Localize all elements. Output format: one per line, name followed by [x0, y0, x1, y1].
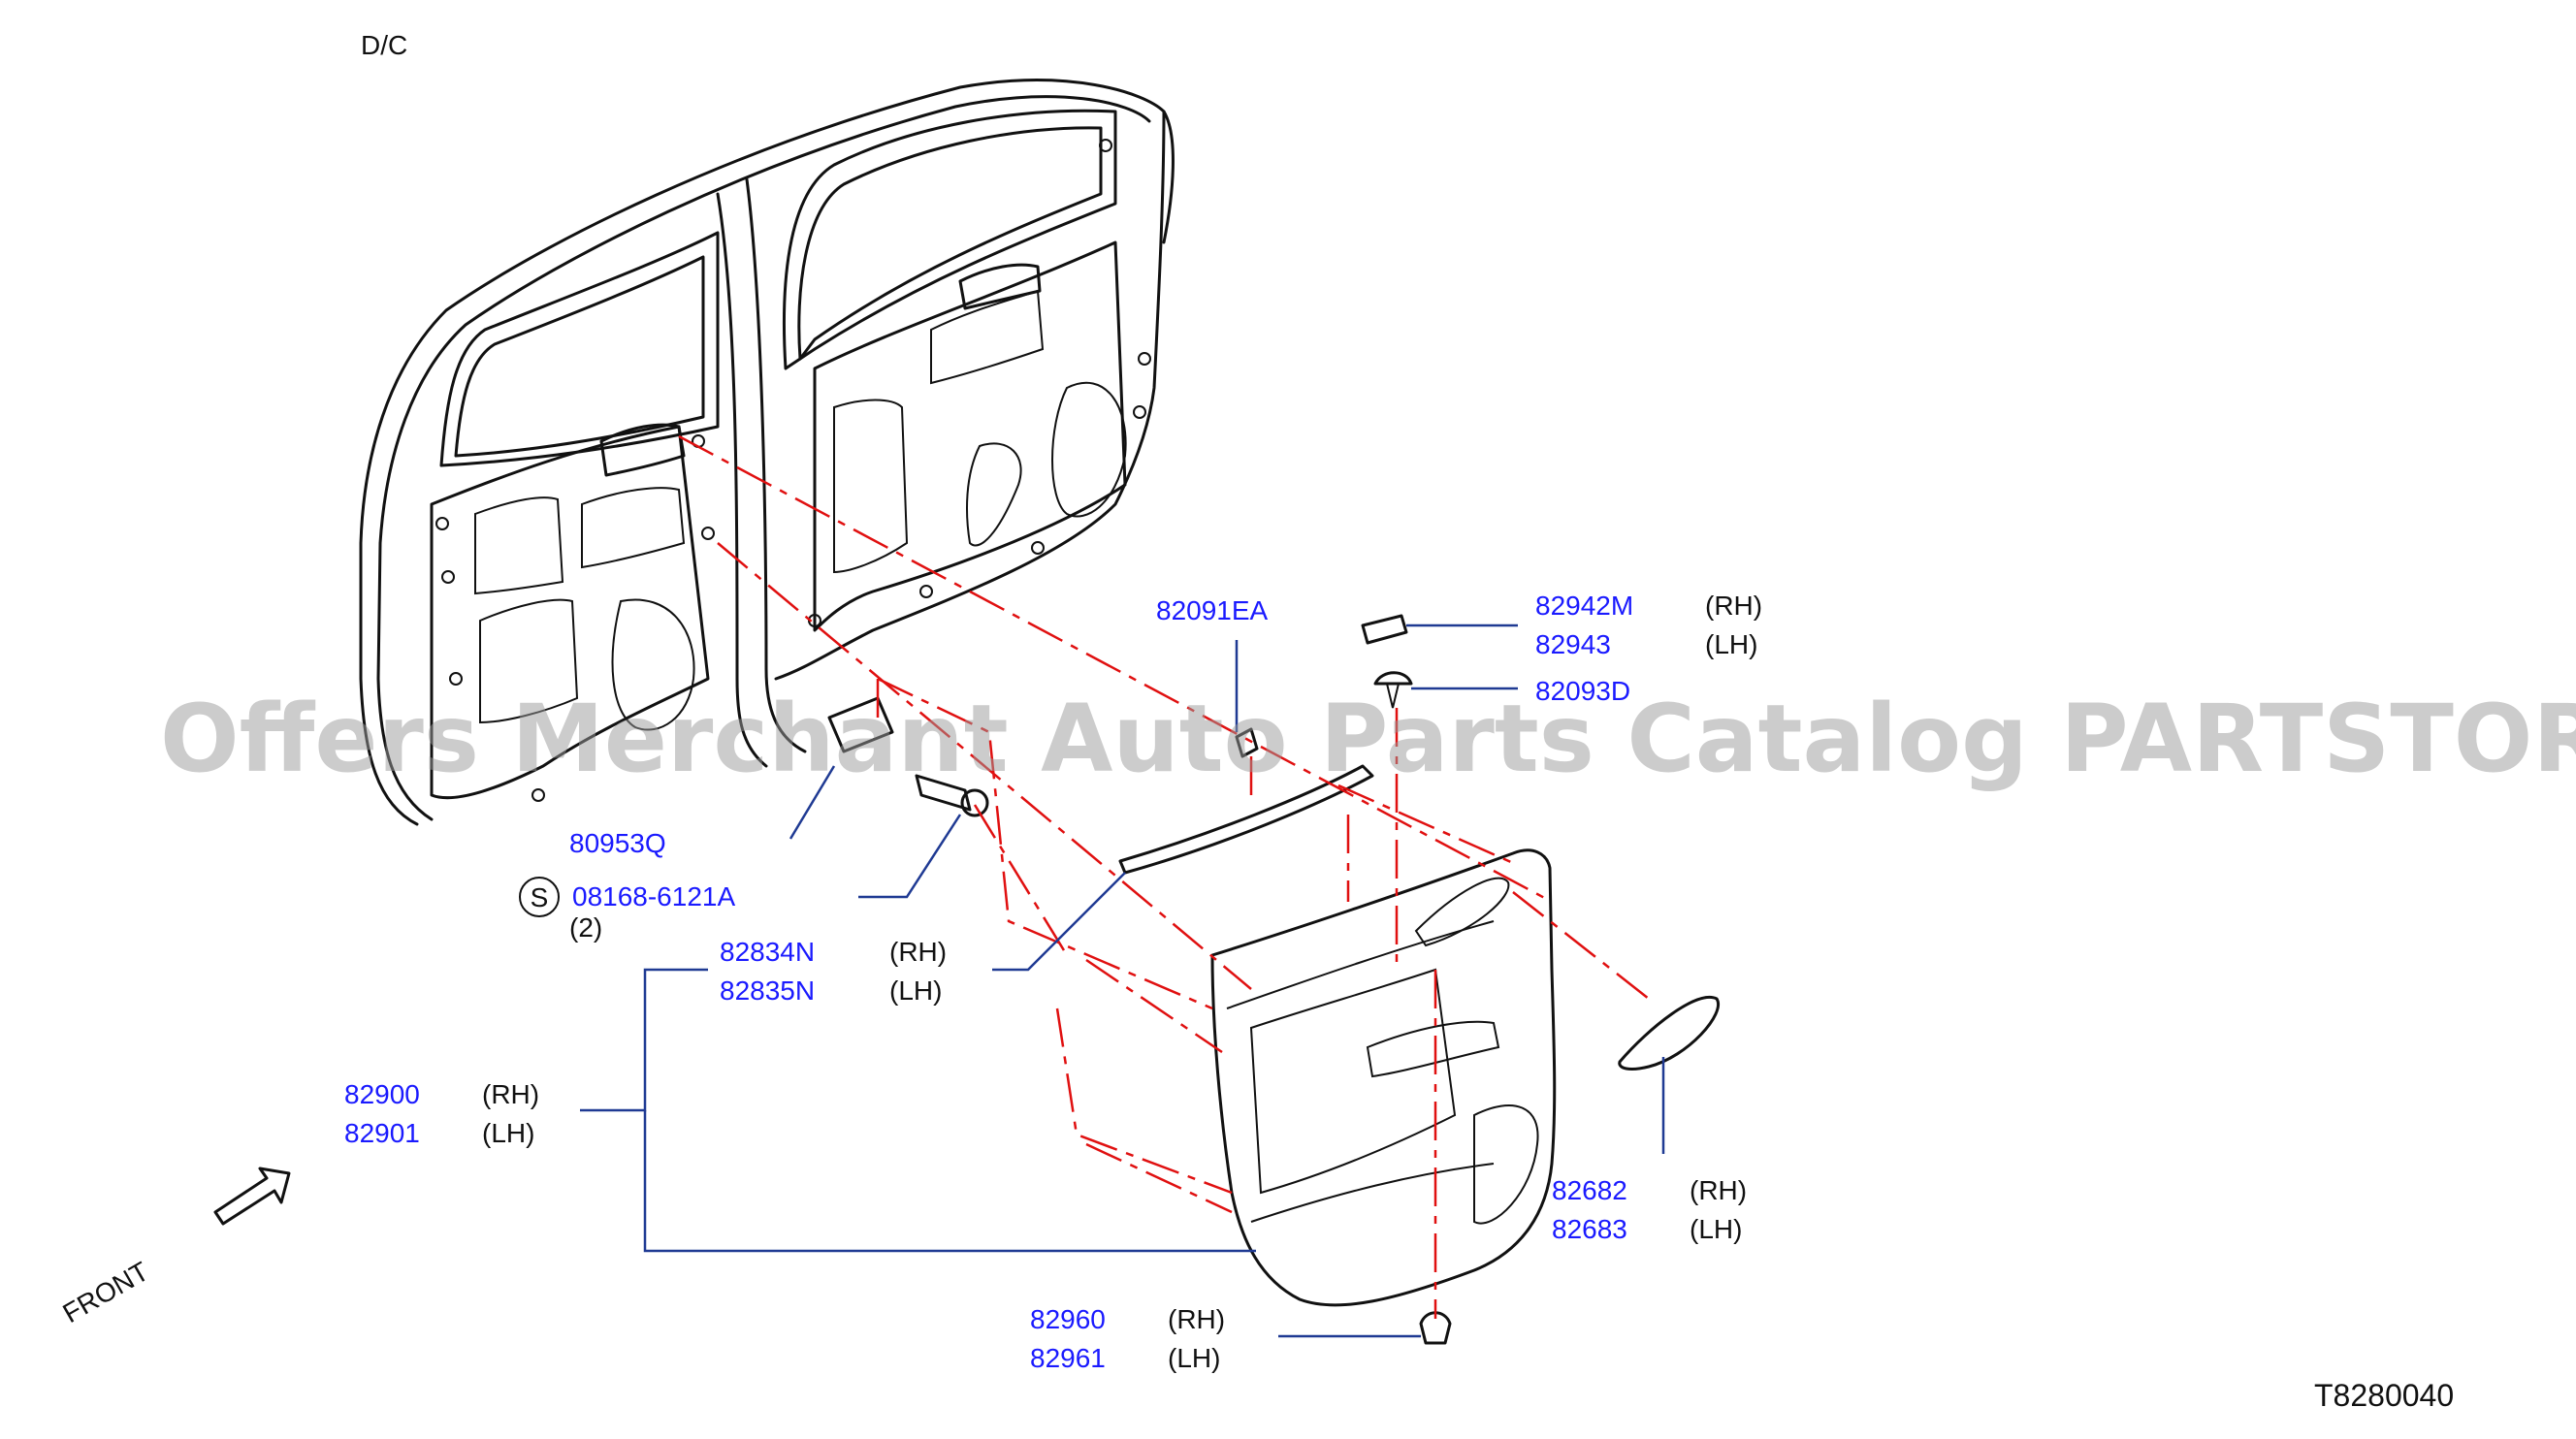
door-trim-panel-drawing [1210, 848, 1557, 1307]
side-82942M: (RH) [1705, 591, 1762, 621]
trim-clip-part [1373, 671, 1413, 686]
part-number-82901[interactable]: 82901 [344, 1118, 420, 1148]
part-number-82682[interactable]: 82682 [1552, 1175, 1627, 1205]
side-82961: (LH) [1168, 1343, 1220, 1373]
side-82901: (LH) [482, 1118, 534, 1148]
part-number-82835N[interactable]: 82835N [720, 975, 815, 1006]
bracket-part [827, 696, 894, 753]
part-number-82834N[interactable]: 82834N [720, 937, 815, 967]
part-number-82943[interactable]: 82943 [1535, 629, 1611, 659]
part-number-82900[interactable]: 82900 [344, 1079, 420, 1109]
screw-part [915, 774, 972, 812]
side-82900: (RH) [482, 1079, 539, 1109]
side-82960: (RH) [1168, 1304, 1225, 1334]
standard-part-letter: S [531, 882, 549, 912]
leader-lines [580, 624, 1665, 1338]
small-parts-drawing [827, 614, 1721, 1345]
quantity-08168-6121A: (2) [569, 912, 602, 943]
part-number-80953Q[interactable]: 80953Q [569, 828, 666, 858]
model-code-label: D/C [361, 30, 407, 60]
side-82834N: (RH) [889, 937, 947, 967]
phantom-lines [678, 434, 1650, 1319]
diagram-code-label: T8280040 [2314, 1378, 2454, 1413]
side-82943: (LH) [1705, 629, 1757, 659]
clip-part [1235, 727, 1259, 758]
cap-part [1361, 614, 1408, 645]
front-direction-arrow-icon [213, 1167, 291, 1226]
watermark-text: Offers Merchant Auto Parts Catalog PARTS… [160, 685, 2576, 793]
side-82683: (LH) [1690, 1214, 1742, 1244]
front-direction-label: FRONT [58, 1256, 154, 1328]
side-82682: (RH) [1690, 1175, 1747, 1205]
standard-part-symbol: S [519, 877, 560, 917]
side-82835N: (LH) [889, 975, 942, 1006]
part-number-82961[interactable]: 82961 [1030, 1343, 1106, 1373]
board-clip-part [1419, 1311, 1452, 1345]
weatherstrip-part [1118, 764, 1374, 875]
part-number-82960[interactable]: 82960 [1030, 1304, 1106, 1334]
escutcheon-part [1618, 996, 1721, 1071]
part-number-82683[interactable]: 82683 [1552, 1214, 1627, 1244]
part-number-82091EA[interactable]: 82091EA [1156, 595, 1269, 625]
part-number-82093D[interactable]: 82093D [1535, 676, 1630, 706]
part-number-82942M[interactable]: 82942M [1535, 591, 1633, 621]
part-number-08168-6121A[interactable]: 08168-6121A [572, 881, 735, 911]
door-shell-drawing [359, 79, 1175, 826]
